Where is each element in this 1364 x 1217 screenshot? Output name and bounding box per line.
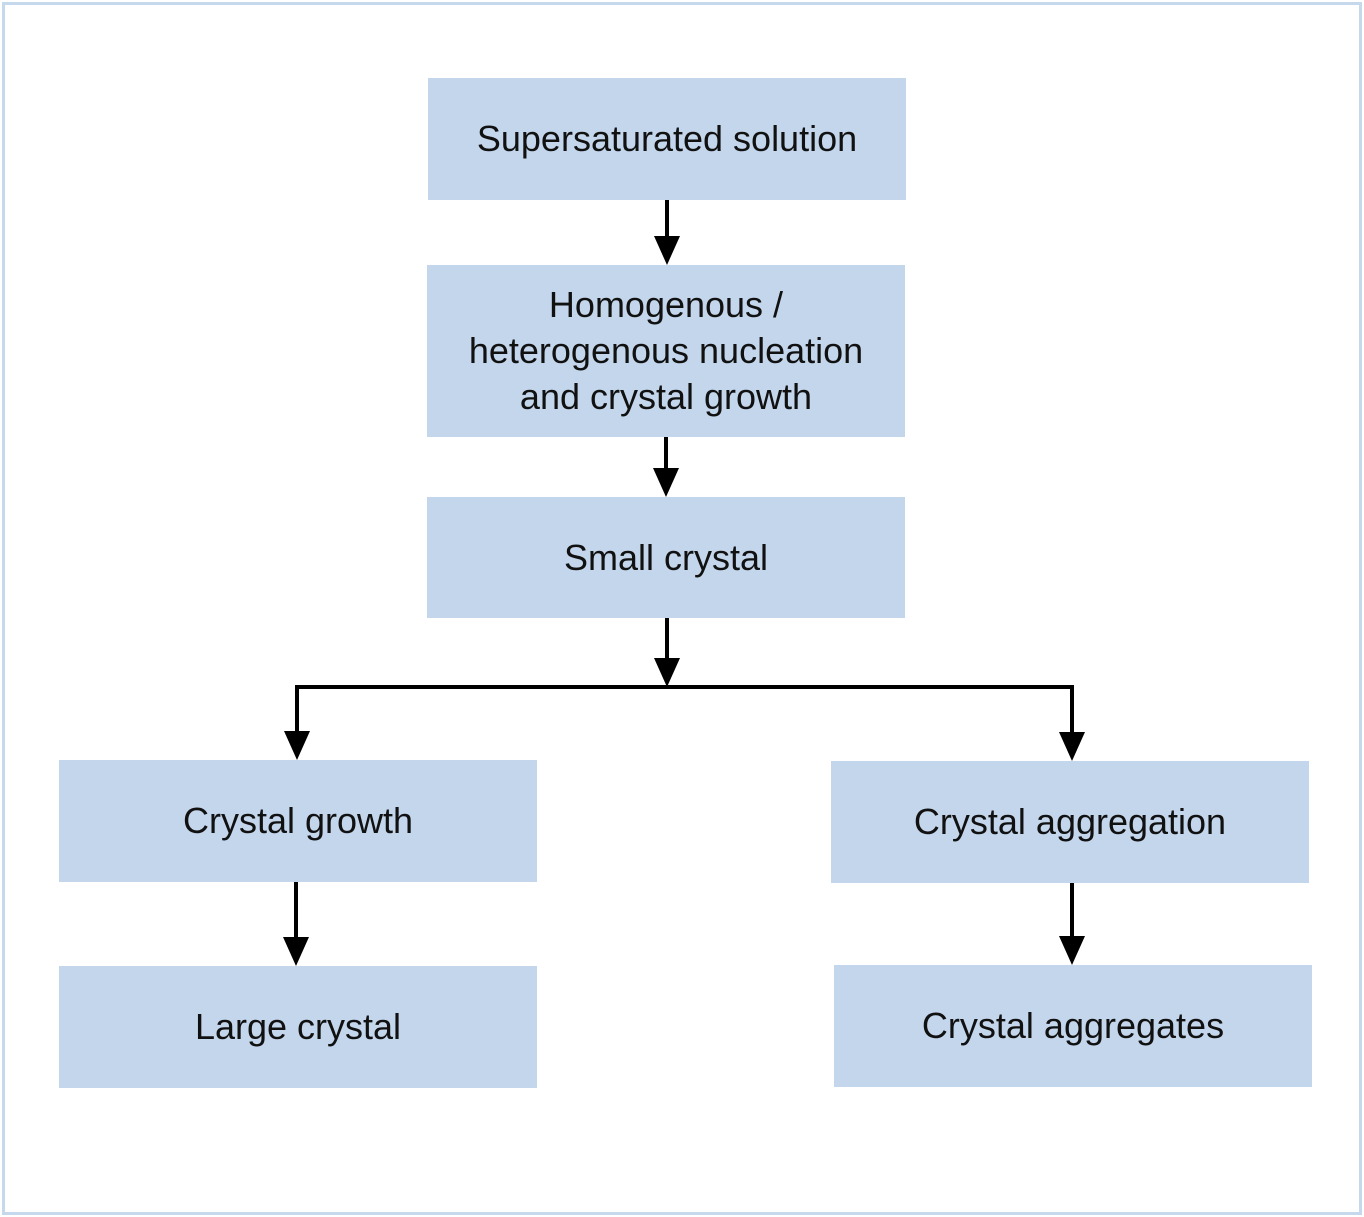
arrow-to-crystal-growth	[284, 731, 310, 760]
node-nucleation: Homogenous / heterogenous nucleation and…	[427, 265, 905, 437]
node-crystal-aggregates: Crystal aggregates	[834, 965, 1312, 1087]
node-crystal-aggregation: Crystal aggregation	[831, 761, 1309, 883]
node-large-crystal: Large crystal	[59, 966, 537, 1088]
node-label: Small crystal	[563, 536, 769, 578]
arrow-supersaturated-to-nucleation	[654, 200, 680, 265]
arrow-crystal-growth-to-large-crystal	[283, 882, 309, 966]
node-crystal-growth: Crystal growth	[59, 760, 537, 882]
node-label: Crystal aggregates	[921, 1005, 1225, 1046]
node-label: Crystal aggregation	[913, 801, 1227, 842]
arrow-crystal-aggregation-to-crystal-aggregates	[1059, 883, 1085, 965]
arrow-nucleation-to-small-crystal	[653, 437, 679, 497]
arrow-small-crystal-to-junction	[654, 618, 680, 687]
node-label: Homogenous / heterogenous nucleation and…	[468, 284, 864, 417]
node-label: Crystal growth	[182, 800, 414, 841]
node-supersaturated-solution: Supersaturated solution	[428, 78, 906, 200]
arrow-to-crystal-aggregation	[1059, 732, 1085, 761]
node-small-crystal: Small crystal	[427, 497, 905, 618]
node-label: Supersaturated solution	[476, 118, 858, 159]
branch-connector	[295, 685, 1074, 735]
node-label: Large crystal	[194, 1006, 402, 1047]
